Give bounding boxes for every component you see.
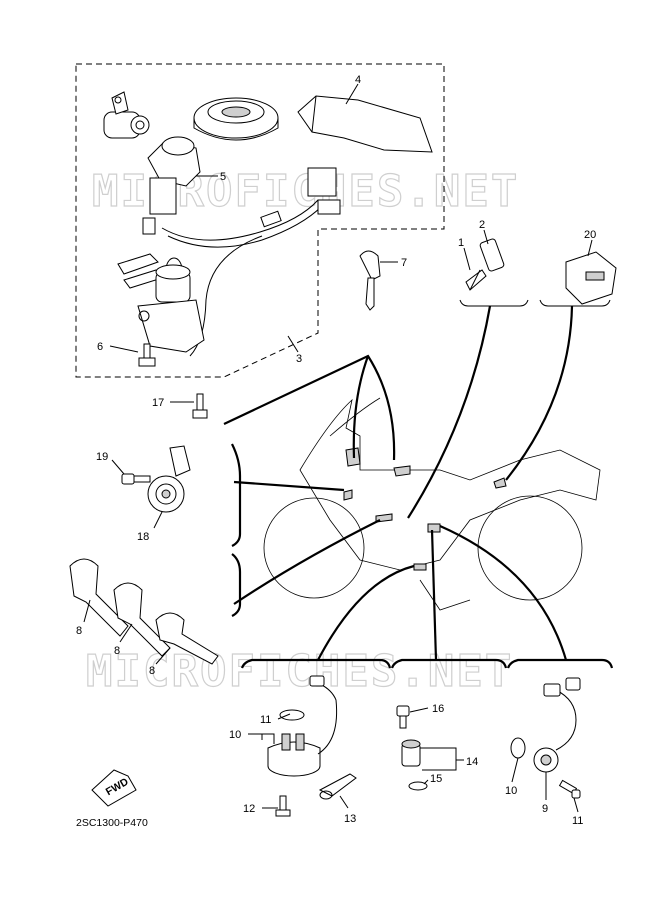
- ignition-set-box: [75, 63, 445, 378]
- part-15-bracket: [318, 773, 357, 800]
- label-1: 1: [458, 237, 464, 249]
- seat-lock: [103, 91, 150, 139]
- label-8-c: 8: [149, 665, 155, 677]
- part-16-sensor: [401, 739, 421, 767]
- label-17: 15: [430, 773, 442, 785]
- part-17-oring: [408, 781, 428, 791]
- part-14-bolt: [275, 795, 291, 817]
- part-4-pad: [297, 95, 433, 153]
- label-5: 5: [220, 171, 226, 183]
- label-20: 18: [137, 531, 149, 543]
- part-12-sensor: [267, 675, 338, 777]
- part-8-lamps: [69, 558, 219, 665]
- fuel-cap: [193, 97, 279, 141]
- part-22-relay: [565, 251, 617, 305]
- motorcycle-silhouette: [263, 397, 601, 611]
- part-6-bolt: [138, 343, 156, 367]
- part-13-oring: [279, 709, 305, 721]
- label-6: 6: [97, 341, 103, 353]
- part-5-main-switch: [142, 136, 201, 235]
- part-18-bolt: [396, 705, 410, 729]
- label-4: 4: [355, 74, 361, 86]
- part-1-2-sensor: [465, 238, 505, 291]
- part-20-horn: [147, 445, 191, 513]
- part-labels: 4 5 7 6 3 17 1 2 20 19 18 8 8 8 11 10 12: [76, 74, 596, 827]
- section-bracket-22: [539, 299, 611, 307]
- label-21: 19: [96, 451, 108, 463]
- label-8-a: 8: [76, 625, 82, 637]
- label-18: 16: [432, 703, 444, 715]
- label-12: 10: [229, 729, 241, 741]
- label-8-b: 8: [114, 645, 120, 657]
- fwd-arrow-icon: FWD: [91, 769, 137, 807]
- part-19-bolt: [192, 393, 208, 419]
- section-bracket-1: [459, 299, 529, 307]
- label-2: 2: [479, 219, 485, 231]
- label-13: 11: [260, 714, 271, 726]
- label-7: 7: [401, 257, 407, 269]
- wiring-harness: [161, 167, 341, 357]
- ignition-lock-body: [117, 253, 205, 353]
- label-16: 14: [466, 756, 478, 768]
- label-9: 9: [542, 803, 548, 815]
- label-10: 10: [505, 785, 517, 797]
- part-11-bolt: [558, 779, 581, 799]
- diagram-code: 2SC1300-P470: [76, 817, 148, 829]
- label-11: 11: [572, 815, 583, 827]
- leader-lines: [223, 305, 614, 669]
- watermark-bottom: MICROFICHES.NET: [86, 646, 513, 697]
- label-15: 13: [344, 813, 356, 825]
- label-14: 12: [243, 803, 255, 815]
- label-19: 17: [152, 397, 164, 409]
- part-21-bolt: [121, 473, 151, 485]
- label-3: 3: [296, 353, 302, 365]
- label-22: 20: [584, 229, 596, 241]
- part-10-oring: [510, 737, 526, 759]
- part-7-key: [359, 250, 381, 311]
- part-9-sensor: [533, 677, 581, 773]
